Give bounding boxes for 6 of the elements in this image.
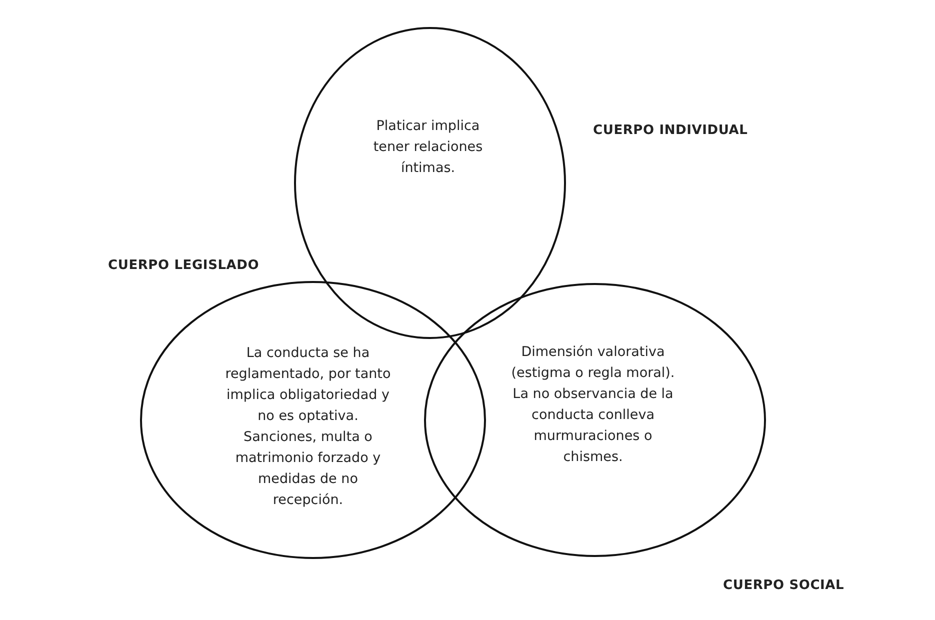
set-description: La conducta se ha reglamentado, por tanto implica obligatoriedad y no es optativa. Sanciones, multa o matrimonio forzado y medidas de no recepción. — [224, 344, 392, 510]
set-description: Dimensión valorativa (estigma o regla moral). La no observancia de la conducta conlleva murmuraciones o chismes. — [510, 343, 676, 467]
set-heading: CUERPO SOCIAL — [723, 578, 844, 593]
set-description: Platicar implica tener relaciones íntimas. — [372, 117, 484, 178]
set-heading: CUERPO LEGISLADO — [108, 258, 260, 273]
set-heading: CUERPO INDIVIDUAL — [593, 123, 748, 138]
